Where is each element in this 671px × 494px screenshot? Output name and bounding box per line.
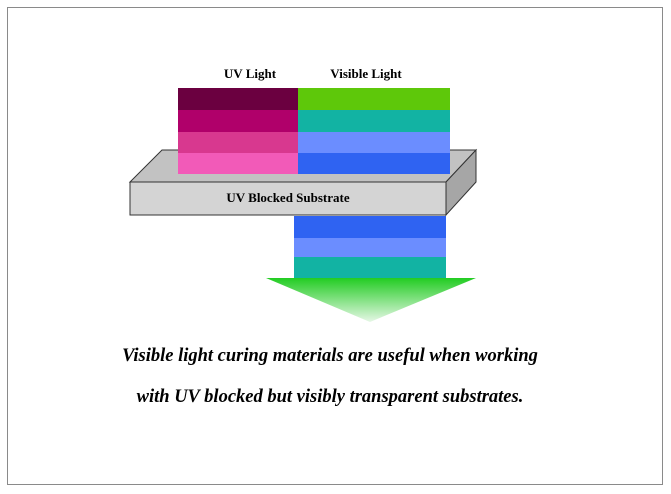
uv-band-3 [178, 132, 298, 153]
visible-band-2 [298, 110, 450, 132]
transmitted-band-3 [294, 257, 446, 276]
substrate-front-face [129, 181, 447, 216]
substrate-label: UV Blocked Substrate [226, 190, 350, 205]
uv-band-2 [178, 110, 298, 132]
caption-line-2: with UV blocked but visibly transparent … [136, 387, 524, 407]
transmitted-band-4 [294, 276, 446, 278]
visible-band-3 [298, 132, 450, 153]
uv-band-4 [178, 153, 298, 174]
transmitted-band-2 [294, 238, 446, 257]
transmitted-light-bands [294, 216, 446, 278]
caption-line-1: Visible light curing materials are usefu… [122, 346, 538, 366]
uv-light-bands [178, 88, 298, 174]
visible-band-4 [298, 153, 450, 174]
transmission-arrow [266, 278, 476, 322]
visible-band-1 [298, 88, 450, 110]
uv-light-label: UV Light [224, 66, 277, 81]
uv-band-1 [178, 88, 298, 110]
visible-light-label: Visible Light [330, 66, 402, 81]
visible-light-bands [298, 88, 450, 174]
transmitted-band-1 [294, 216, 446, 238]
